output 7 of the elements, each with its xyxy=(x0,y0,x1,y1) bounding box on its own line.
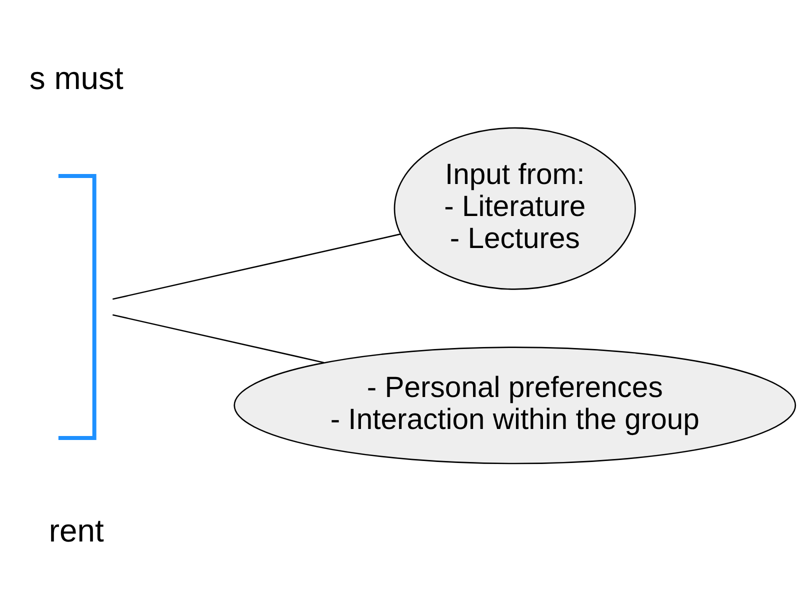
node-brace xyxy=(58,174,96,440)
connector xyxy=(112,314,324,363)
connector xyxy=(112,232,401,300)
label: rent xyxy=(48,512,104,548)
node-ellipse: - Personal preferences - Interaction within the group xyxy=(234,346,796,464)
node-ellipse: Input from: - Literature - Lectures xyxy=(394,126,636,290)
label: s must xyxy=(29,60,124,96)
